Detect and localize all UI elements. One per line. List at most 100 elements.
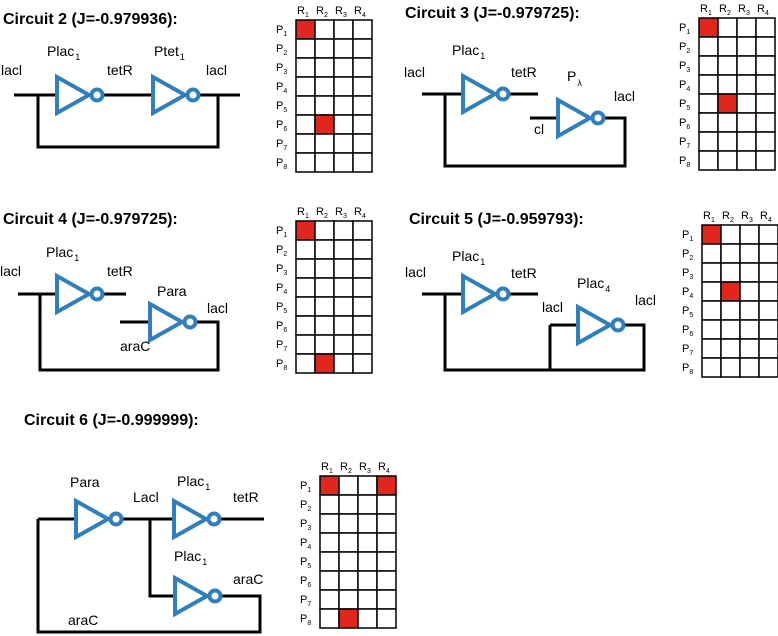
grid-cell	[755, 17, 776, 38]
grid-cell	[701, 262, 722, 283]
grid-row-header: P8	[276, 157, 287, 171]
inverter-gate	[55, 272, 105, 316]
grid-row-header: P3	[682, 267, 693, 281]
inverter-gate	[461, 272, 511, 316]
grid-cell	[295, 114, 316, 135]
grid-row-header: P6	[682, 324, 693, 338]
grid-cell	[717, 112, 738, 133]
grid-row-header: P7	[300, 594, 311, 608]
gate-1-label: Plac1	[47, 43, 80, 62]
grid-cell	[352, 353, 373, 374]
grid-cell	[352, 76, 373, 97]
grid-cell	[314, 239, 335, 260]
grid-cell	[352, 19, 373, 40]
grid-cell	[352, 315, 373, 336]
inverter-gate	[74, 497, 124, 541]
grid-row-header: P6	[276, 320, 287, 334]
circuit-4: Circuit 4 (J=-0.979725): lacl Plac1 tetR…	[0, 206, 373, 374]
mid-label: tetR	[107, 263, 133, 279]
grid-col-header: R1	[703, 210, 715, 224]
grid-cell	[755, 112, 776, 133]
grid-cell	[701, 338, 722, 359]
grid-cell	[333, 95, 354, 116]
grid-cell	[314, 220, 335, 241]
grid-cell	[333, 277, 354, 298]
grid-cell	[701, 243, 722, 264]
grid-cell	[755, 36, 776, 57]
grid-cell	[720, 243, 741, 264]
grid-row-header: P1	[682, 229, 693, 243]
grid-col-header: R2	[316, 206, 328, 220]
grid-cell	[698, 150, 719, 171]
grid-cell	[376, 494, 397, 515]
grid-cell	[357, 608, 378, 629]
grid-col-header: R2	[719, 3, 731, 17]
grid-cell	[701, 300, 722, 321]
grid-cell	[319, 608, 340, 629]
grid-cell	[295, 277, 316, 298]
grid-col-header: R1	[297, 5, 309, 19]
grid-cell	[352, 133, 373, 154]
grid-row-header: P4	[682, 286, 693, 300]
output-2-label: araC	[233, 571, 263, 587]
grid-cell	[739, 300, 760, 321]
mid-label: tetR	[107, 62, 133, 78]
input-label: lacl	[404, 64, 425, 80]
grid-cell	[352, 114, 373, 135]
grid-cell	[357, 494, 378, 515]
grid-cell	[739, 357, 760, 378]
grid-col-header: R3	[359, 461, 371, 475]
grid-cell	[333, 76, 354, 97]
grid-cell	[717, 55, 738, 76]
grid-cell	[352, 239, 373, 260]
grid-row-header: P1	[276, 225, 287, 239]
grid-col-header: R1	[297, 206, 309, 220]
grid-cell	[319, 589, 340, 610]
grid-row-header: P1	[276, 24, 287, 38]
grid-row-header: P3	[276, 62, 287, 76]
grid-cell-filled	[314, 114, 335, 135]
grid-cell	[319, 494, 340, 515]
loop-label: araC	[68, 612, 98, 628]
grid-cell	[739, 338, 760, 359]
gate-2-input-label: cl	[534, 121, 544, 137]
grid-cell	[736, 17, 757, 38]
grid-cell	[376, 551, 397, 572]
grid-cell	[739, 243, 760, 264]
grid-cell	[717, 17, 738, 38]
circuit-2-wires	[14, 93, 240, 149]
grid-row-header: P7	[276, 138, 287, 152]
grid-row-header: P8	[276, 358, 287, 372]
grid-row-header: P5	[682, 305, 693, 319]
grid-cell	[338, 551, 359, 572]
grid-row-header: P1	[679, 22, 690, 36]
grid-cell	[295, 353, 316, 374]
grid-cell	[314, 258, 335, 279]
grid-cell	[701, 319, 722, 340]
gate-2-label: Para	[157, 283, 187, 299]
grid-row-header: P6	[679, 117, 690, 131]
gate-2-input-label: araC	[120, 338, 150, 354]
grid-row-header: P7	[679, 136, 690, 150]
grid-row-header: P2	[276, 43, 287, 57]
grid-cell	[755, 93, 776, 114]
grid-cell	[352, 95, 373, 116]
grid-cell	[333, 152, 354, 173]
gate-3-label: Plac1	[174, 548, 207, 567]
grid-cell	[376, 570, 397, 591]
grid-cell	[758, 357, 778, 378]
grid-row-header: P8	[682, 362, 693, 376]
grid-col-header: R1	[321, 461, 333, 475]
inverter-gate	[173, 574, 223, 618]
grid-cell	[357, 551, 378, 572]
grid-cell	[717, 36, 738, 57]
grid-cell	[338, 589, 359, 610]
grid-cell-filled	[376, 475, 397, 496]
grid-cell	[736, 93, 757, 114]
circuit-2: Circuit 2 (J=-0.979936): lacl Plac1 tetR…	[1, 5, 373, 173]
grid-cell	[758, 281, 778, 302]
mid-label: tetR	[511, 265, 537, 281]
grid-cell	[314, 277, 335, 298]
